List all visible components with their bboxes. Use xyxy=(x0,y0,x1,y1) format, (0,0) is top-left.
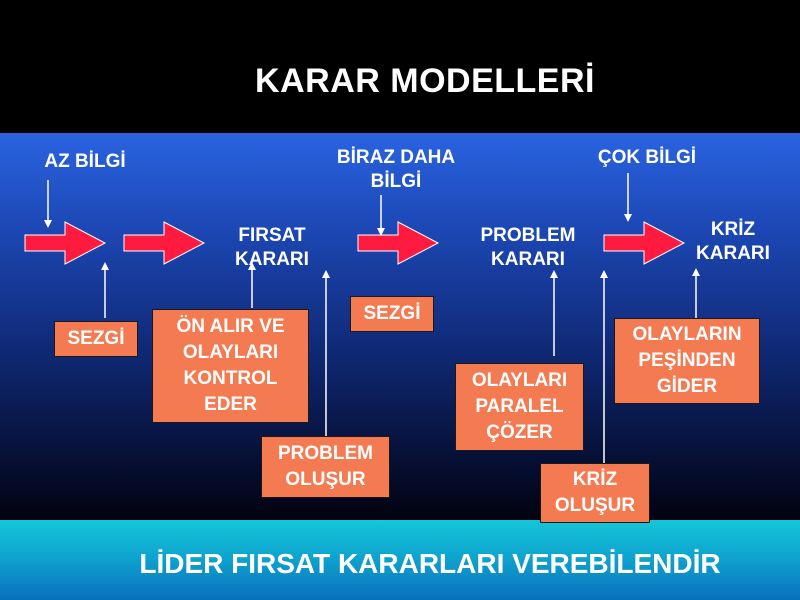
box-intuition-1: SEZGİ xyxy=(54,321,138,357)
label-problem-decision: PROBLEM KARARI xyxy=(480,225,576,270)
label-high-knowledge: ÇOK BİLGİ xyxy=(597,147,697,168)
box-follows-events: OLAYLARIN PEŞİNDEN GİDER xyxy=(614,318,760,404)
flow-arrow-1 xyxy=(24,221,107,265)
footer-band xyxy=(0,520,800,600)
box-problem-arises: PROBLEM OLUŞUR xyxy=(261,436,390,498)
flow-arrow-2 xyxy=(123,221,206,265)
slide-footer: LİDER FIRSAT KARARLARI VEREBİLENDİR xyxy=(139,548,721,579)
title-band xyxy=(0,0,800,133)
box-intuition-2: SEZGİ xyxy=(350,296,434,332)
box-crisis-arises: KRİZ OLUŞUR xyxy=(540,463,650,523)
slide-title: KARAR MODELLERİ xyxy=(255,62,595,100)
box-takes-control: ÖN ALIR VE OLAYLARI KONTROL EDER xyxy=(152,309,309,423)
label-crisis-decision: KRİZ KARARI xyxy=(696,219,770,264)
flow-arrow-3 xyxy=(357,221,440,265)
label-low-knowledge: AZ BİLGİ xyxy=(44,151,126,172)
label-medium-knowledge: BİRAZ DAHA BİLGİ xyxy=(336,147,456,192)
flow-arrow-4 xyxy=(603,221,686,265)
box-parallel-solve: OLAYLARI PARALEL ÇÖZER xyxy=(455,363,584,451)
